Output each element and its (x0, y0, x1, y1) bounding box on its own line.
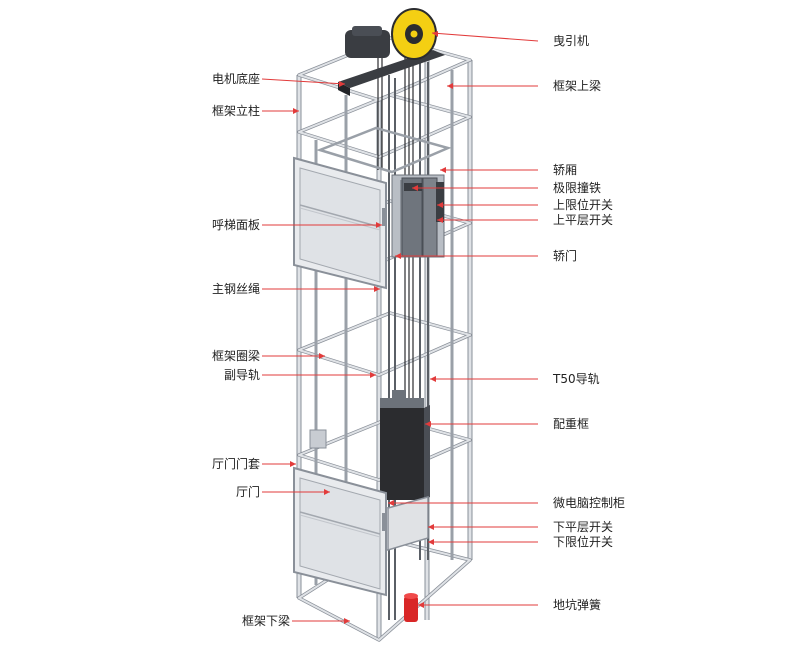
label-frame-ring-beam: 框架圈梁 (211, 349, 260, 363)
label-car-door: 轿门 (553, 249, 578, 263)
label-pit-buffer-spring: 地坑弹簧 (553, 598, 602, 612)
label-frame-column: 框架立柱 (211, 104, 260, 118)
label-counterweight-frame: 配重框 (553, 417, 590, 431)
counterweight (380, 390, 430, 500)
label-call-panel: 呼梯面板 (211, 218, 260, 232)
label-lower-limit-switch: 下限位开关 (553, 535, 614, 549)
traction-machine (338, 8, 445, 96)
label-auxiliary-guide-rail: 副导轨 (223, 368, 260, 382)
upper-landing-door (293, 156, 387, 290)
leader-lines (261, 32, 539, 622)
label-motor-base: 电机底座 (211, 72, 260, 86)
label-landing-door-frame: 厅门门套 (211, 457, 260, 471)
pit-spring (404, 593, 418, 622)
limit-switch-block (436, 182, 444, 222)
label-frame-top-beam: 框架上梁 (553, 79, 602, 93)
label-lower-leveling-switch: 下平层开关 (553, 520, 614, 534)
label-landing-door: 厅门 (235, 485, 260, 499)
door-frame-header (309, 429, 327, 449)
label-limit-cam: 极限撞铁 (553, 181, 602, 195)
lower-landing-door (293, 429, 387, 597)
motor-body (345, 30, 390, 58)
label-car: 轿厢 (553, 163, 578, 177)
label-traction-machine: 曳引机 (553, 34, 590, 48)
label-frame-bottom-beam: 框架下梁 (241, 614, 290, 628)
label-t50-guide-rail: T50导轨 (553, 372, 600, 386)
label-upper-leveling-switch: 上平层开关 (553, 213, 614, 227)
leader-arrowheads (290, 31, 453, 624)
label-main-wire-rope: 主钢丝绳 (211, 282, 260, 296)
label-upper-limit-switch: 上限位开关 (553, 198, 614, 212)
label-controller-cabinet: 微电脑控制柜 (553, 496, 626, 510)
